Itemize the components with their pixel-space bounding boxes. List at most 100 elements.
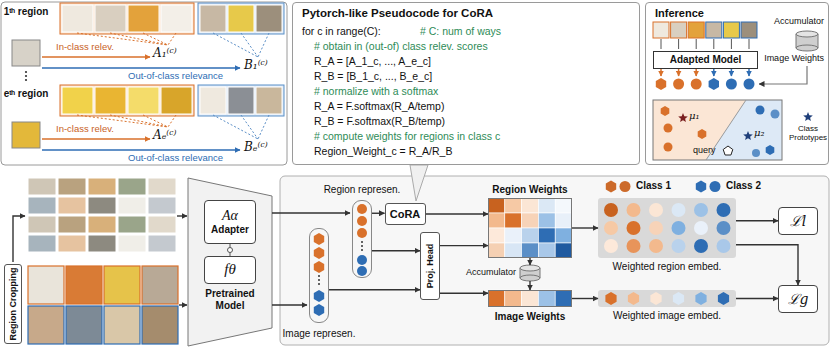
region-feature-dots — [361, 249, 363, 251]
legend-swatch — [606, 181, 616, 193]
accumulator-cylinder — [520, 265, 540, 281]
node-label: Pytorch-like Pseudocode for CoRA — [302, 7, 493, 20]
region-relevance-figure — [168, 115, 176, 127]
region-relevance-figure — [258, 33, 269, 57]
code-comment: # compute weights for regions in class c — [314, 130, 500, 142]
weighted-embeddings — [718, 292, 729, 305]
panel-frame — [1, 2, 287, 165]
math-symbol: B₁⁽ᶜ⁾ — [244, 59, 268, 73]
weight-cells — [488, 228, 505, 243]
region-image-grid — [88, 235, 116, 252]
inference-figure — [664, 124, 673, 133]
math-symbol: Bₑ⁽ᶜ⁾ — [244, 141, 268, 155]
weight-cells — [505, 290, 522, 307]
node-label: ℒg — [788, 291, 809, 307]
region-image-grid — [118, 216, 146, 233]
connector — [736, 298, 778, 299]
weighted-embeddings — [604, 239, 618, 253]
region-image-grid — [28, 178, 176, 252]
legend-swatch — [620, 181, 631, 192]
relevance-label: Out-of-class relevance — [128, 153, 223, 164]
node-label: Region represen. — [324, 184, 401, 196]
legend-swatch — [694, 180, 722, 193]
region-relevance-figure — [256, 5, 282, 32]
cora-box: CoRA — [385, 203, 426, 225]
inference-figure — [691, 79, 702, 90]
connector — [529, 281, 530, 290]
region-image-grid — [28, 216, 56, 233]
node-label: Image represen. — [283, 328, 356, 340]
region-relevance-figure — [95, 87, 126, 114]
inference-figure — [743, 131, 753, 140]
accumulator-cylinder — [520, 275, 540, 281]
region-relevance-figure — [42, 149, 240, 151]
region-relevance-figure — [143, 33, 168, 45]
connector — [329, 289, 420, 290]
inference-figure — [695, 69, 697, 76]
relevance-label: In-class relev. — [56, 124, 114, 135]
connector — [572, 227, 598, 228]
region-relevance-figure — [60, 3, 194, 34]
query-label: query — [693, 145, 716, 155]
inference-figure — [661, 106, 670, 116]
region-relevance-figure — [110, 115, 168, 127]
code-line: R_B = [B_1_c, ..., B_e_c] — [314, 70, 432, 82]
image-grid — [142, 306, 178, 344]
image-grid — [28, 266, 178, 344]
inference-figure — [664, 143, 673, 152]
region-relevance-figure — [198, 3, 284, 34]
region-relevance-figure — [256, 87, 282, 114]
weighted-embeddings — [604, 221, 618, 235]
ellipsis-dots — [25, 71, 27, 73]
image-feature-hexagons — [318, 283, 320, 285]
callout-wedge — [410, 165, 428, 201]
region-image-grid — [28, 197, 56, 214]
node-label: Proj. Head — [425, 244, 435, 289]
region-image-grid — [58, 197, 86, 214]
region-image-grid — [88, 197, 116, 214]
code-line: for c in range(C): — [302, 25, 381, 37]
node-label: Weighted image embed. — [613, 310, 721, 322]
accumulator-cylinder: AccumulatorImage Weights — [796, 31, 818, 51]
inference-figure — [748, 69, 750, 76]
inference-figure — [766, 145, 775, 155]
inference-figure — [723, 22, 739, 38]
prototype-symbol: μ₂ — [754, 127, 765, 139]
weight-cells — [555, 243, 572, 258]
node-label: Adapted Model — [670, 54, 742, 66]
weighted-embeddings — [694, 221, 708, 235]
weighted-embeddings — [717, 203, 731, 217]
connector — [440, 293, 488, 294]
region-relevance-figure — [128, 87, 159, 114]
weight-cells — [488, 198, 572, 307]
weighted-embeddings — [628, 292, 639, 305]
region-relevance-figure — [213, 33, 258, 57]
weight-cells — [505, 213, 522, 228]
flow-arrow — [272, 304, 307, 305]
weighted-embeddings — [672, 239, 686, 253]
region-relevance-figure — [168, 33, 176, 45]
connector — [426, 213, 489, 214]
region-relevance-figure — [241, 115, 258, 139]
connector — [372, 250, 420, 251]
node-label: Weighted region embed. — [613, 261, 722, 273]
inference-figure — [706, 100, 782, 160]
inference-figure — [660, 69, 662, 76]
accumulator-cylinder: Accumulator — [520, 265, 540, 281]
region-image-grid — [148, 197, 176, 214]
image-feature-hexagons — [314, 233, 324, 316]
weight-cells — [505, 228, 522, 243]
inference-figure — [796, 45, 818, 51]
connector — [440, 245, 488, 246]
connector — [372, 213, 385, 214]
inference-figure — [656, 78, 666, 90]
region-image-grid — [58, 216, 86, 233]
image-grid — [66, 266, 102, 304]
legend-label: Class 2 — [726, 180, 761, 192]
code-comment: # C: num of ways — [420, 25, 501, 37]
region-relevance-figure — [228, 87, 254, 114]
ellipsis-dots — [25, 75, 27, 77]
inference-figure — [678, 69, 680, 76]
region-relevance-figure — [62, 87, 93, 114]
region-image-grid — [118, 235, 146, 252]
